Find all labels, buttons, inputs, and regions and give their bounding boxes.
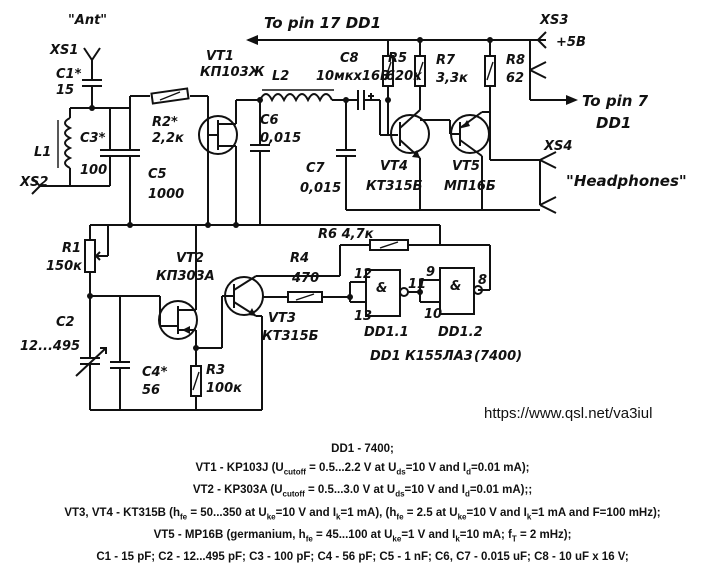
c8-value: 10мкх16В: [316, 69, 390, 84]
r8-label: R8: [506, 53, 525, 68]
pin13-label: 13: [354, 309, 372, 324]
transistor-vt2: [158, 296, 198, 340]
r4-value: 470: [291, 271, 319, 286]
vt2-type: КП303А: [156, 269, 215, 284]
vt4-label: VT4: [380, 159, 408, 174]
gate-dd1-2: [439, 267, 483, 315]
r1-label: R1: [62, 241, 81, 256]
transistor-vt4: [390, 109, 430, 159]
capacitor-c3: [100, 108, 120, 186]
resistor-r6: [369, 239, 409, 251]
c6-label: C6: [260, 113, 279, 128]
xs3-label: XS3: [539, 13, 568, 28]
resistor-r8: [484, 55, 496, 87]
vt1-label: VT1: [206, 49, 234, 64]
capacitor-c2: [75, 347, 107, 377]
note-vt5: VT5 - MP16B (germanium, hfe = 45...100 a…: [153, 528, 572, 544]
c5-label: C5: [148, 167, 167, 182]
r8-value: 62: [506, 71, 524, 86]
r4-label: R4: [290, 251, 309, 266]
dd1-right-label: DD1: [596, 114, 631, 132]
r3-value: 100к: [206, 381, 243, 396]
c5-value: 1000: [148, 187, 184, 202]
vt3-type: КТ315Б: [262, 329, 319, 344]
resistor-r3: [190, 365, 202, 397]
capacitor-c4: [110, 361, 130, 369]
note-capacitors: C1 - 15 pF; C2 - 12...495 pF; C3 - 100 p…: [96, 551, 629, 563]
note-dd1: DD1 - 7400;: [331, 443, 394, 455]
ant-label: "Ant": [68, 13, 107, 28]
resistor-r1: [84, 225, 109, 273]
xs2-label: XS2: [19, 175, 48, 190]
c6-value: 0,015: [260, 131, 301, 146]
vt5-type: МП16Б: [444, 179, 496, 194]
transistor-vt3: [222, 275, 264, 317]
c7-label: C7: [306, 161, 326, 176]
vt5-label: VT5: [452, 159, 480, 174]
pin12-label: 12: [354, 267, 372, 282]
l1-label: L1: [34, 145, 51, 160]
capacitor-c7: [336, 149, 356, 157]
c3-label: C3*: [80, 131, 106, 146]
dd1-equivalent: (7400): [474, 349, 522, 364]
capacitor-c1: [82, 79, 102, 108]
r6-label: R6 4,7к: [318, 227, 375, 242]
r5-label: R5: [388, 51, 407, 66]
resistor-r2: [150, 87, 190, 105]
vt2-label: VT2: [176, 251, 204, 266]
r5-value: 620к: [386, 69, 423, 84]
headphones-label: "Headphones": [566, 172, 687, 190]
capacitor-c5: [120, 149, 140, 157]
c4-value: 56: [142, 383, 160, 398]
xs4-label: XS4: [543, 139, 572, 154]
dd12-amp: &: [450, 279, 461, 294]
r7-value: 3,3к: [436, 71, 469, 86]
c3-value: 100: [80, 163, 107, 178]
c1-value: 15: [56, 83, 74, 98]
c7-value: 0,015: [300, 181, 341, 196]
connector-xs3: [529, 31, 547, 100]
transistor-vt5: [450, 111, 490, 157]
note-vt1: VT1 - KP103J (Ucutoff = 0.5...2.2 V at U…: [195, 462, 530, 477]
vt3-label: VT3: [268, 311, 296, 326]
resistor-r4: [287, 291, 323, 303]
c8-label: C8: [340, 51, 359, 66]
r2-value: 2,2к: [152, 131, 185, 146]
dd11-amp: &: [376, 281, 387, 296]
c1-label: C1*: [56, 67, 82, 82]
dd1-title: DD1 К155ЛА3: [370, 349, 473, 364]
pin8-label: 8: [478, 273, 487, 288]
dd11-label: DD1.1: [364, 325, 409, 340]
to-pin17-label: To pin 17 DD1: [264, 14, 381, 32]
c4-label: C4*: [142, 365, 168, 380]
plus5v-label: +5В: [556, 35, 586, 50]
vt4-type: КТ315Б: [366, 179, 423, 194]
r3-label: R3: [206, 363, 225, 378]
connector-xs4: [539, 151, 557, 214]
vt1-type: КП103Ж: [200, 65, 266, 80]
pin10-label: 10: [424, 307, 442, 322]
antenna-symbol: [83, 47, 101, 80]
inductor-l1: [57, 108, 73, 186]
to-pin7-label: To pin 7: [582, 92, 649, 110]
c2-value: 12...495: [20, 339, 80, 354]
dd12-label: DD1.2: [438, 325, 483, 340]
r7-label: R7: [436, 53, 456, 68]
pin9-label: 9: [426, 265, 435, 280]
r2-label: R2*: [152, 115, 178, 130]
transistor-vt1: [198, 96, 238, 155]
note-vt2: VT2 - KP303A (Ucutoff = 0.5...3.0 V at U…: [192, 484, 533, 499]
c2-label: C2: [56, 315, 75, 330]
note-vt3-vt4: VT3, VT4 - KT315B (hfe = 50...350 at Uke…: [64, 506, 661, 521]
schematic: "Ant" XS1 C1* 15 L1 C3* 100 XS2 R2* 2,2к: [19, 13, 687, 422]
xs1-label: XS1: [49, 43, 78, 58]
r1-value: 150к: [46, 259, 83, 274]
source-url[interactable]: https://www.qsl.net/va3iul: [484, 405, 652, 422]
l2-label: L2: [272, 69, 289, 84]
component-notes: DD1 - 7400; VT1 - KP103J (Ucutoff = 0.5.…: [0, 440, 725, 563]
inductor-l2: [259, 89, 334, 103]
